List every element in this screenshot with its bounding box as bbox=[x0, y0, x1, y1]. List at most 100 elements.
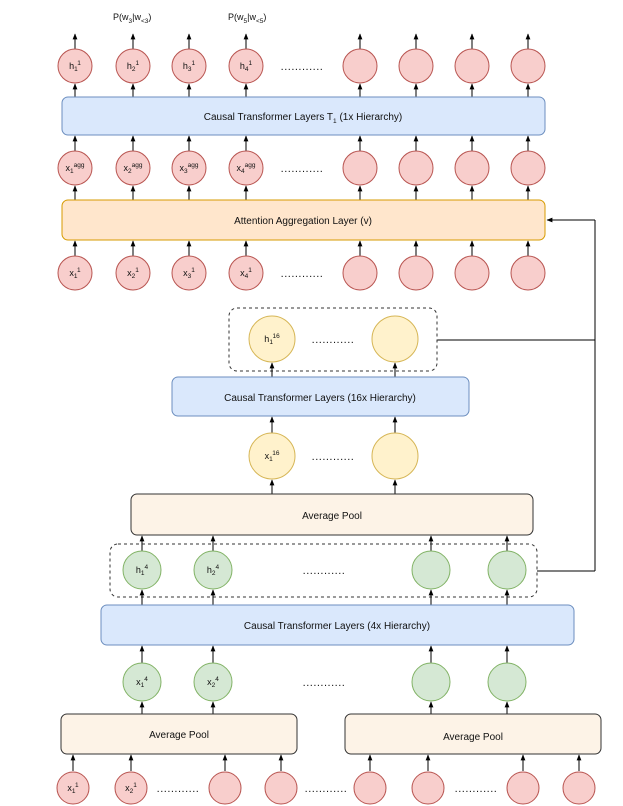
svg-text:h41: h41 bbox=[240, 60, 253, 73]
arrows-t4-to-h4 bbox=[139, 589, 510, 605]
node-input-blank-5 bbox=[353, 771, 387, 805]
row-h4-nodes: h14 h24 ............ bbox=[122, 550, 527, 590]
svg-text:h31: h31 bbox=[183, 60, 196, 73]
node-x4-1: x41 bbox=[228, 255, 264, 291]
ellipsis-input-1: ............ bbox=[157, 783, 200, 795]
avgpool-left-box: Average Pool bbox=[60, 713, 298, 755]
row-x1-nodes-top: x11 x21 x31 x41 ............ bbox=[57, 255, 546, 291]
node-h-1-blank-8 bbox=[510, 48, 546, 84]
row-input-tokens: x11 x21 ............ ............ ......… bbox=[56, 771, 596, 805]
node-input-blank-6 bbox=[411, 771, 445, 805]
node-h-1-blank-7 bbox=[454, 48, 490, 84]
node-h1-1: h11 bbox=[57, 48, 93, 84]
svg-text:x21: x21 bbox=[127, 267, 139, 280]
arrows-pools-to-x4 bbox=[139, 701, 510, 714]
node-x1-blank-7 bbox=[454, 255, 490, 291]
node-input-blank-8 bbox=[562, 771, 596, 805]
ellipsis-row-x1: ............ bbox=[281, 268, 324, 280]
feedback-connectors bbox=[437, 217, 596, 572]
node-h2-4: h24 bbox=[193, 550, 233, 590]
node-h4-blank-4 bbox=[487, 550, 527, 590]
node-xagg-blank-6 bbox=[398, 150, 434, 186]
transformer-1x-box: Causal Transformer Layers T1 (1x Hierarc… bbox=[61, 96, 546, 136]
svg-text:x31: x31 bbox=[183, 267, 195, 280]
row-h16-nodes: h116 ............ bbox=[248, 315, 419, 363]
ellipsis-input-3: ............ bbox=[455, 783, 498, 795]
node-x1-blank-5 bbox=[342, 255, 378, 291]
svg-text:Average Pool: Average Pool bbox=[149, 730, 209, 741]
svg-text:Causal Transformer Layers T1 (: Causal Transformer Layers T1 (1x Hierarc… bbox=[204, 112, 403, 125]
row-x4-nodes: x14 x24 ............ bbox=[122, 662, 527, 702]
arrows-pool-to-x16 bbox=[269, 479, 398, 494]
node-h-1-blank-5 bbox=[342, 48, 378, 84]
node-h-1-blank-6 bbox=[398, 48, 434, 84]
arrows-x4-to-t4 bbox=[139, 645, 510, 663]
svg-text:Causal Transformer Layers (16x: Causal Transformer Layers (16x Hierarchy… bbox=[224, 393, 416, 404]
prob-label-w5: P(w5|w<5) bbox=[228, 12, 266, 25]
node-x1-1: x11 bbox=[57, 255, 93, 291]
svg-text:h21: h21 bbox=[127, 60, 140, 73]
svg-text:x2agg: x2agg bbox=[124, 162, 143, 175]
node-x2-1: x21 bbox=[115, 255, 151, 291]
node-h4-1: h41 bbox=[228, 48, 264, 84]
top-output-arrows bbox=[72, 33, 531, 49]
row-h1-nodes: h11 h21 h31 h41 ............ bbox=[57, 48, 546, 84]
svg-text:x3agg: x3agg bbox=[180, 162, 199, 175]
arrows-tokens-to-pools bbox=[70, 754, 582, 771]
svg-text:x116: x116 bbox=[265, 450, 280, 463]
node-xagg-blank-5 bbox=[342, 150, 378, 186]
svg-text:h14: h14 bbox=[136, 564, 149, 577]
arrows-attn-to-xagg bbox=[72, 185, 531, 200]
node-x1-16: x116 bbox=[248, 432, 296, 480]
node-input-blank-7 bbox=[506, 771, 540, 805]
arrows-t1-to-h bbox=[72, 83, 531, 97]
node-x3-agg: x3agg bbox=[171, 150, 207, 186]
row-x16-nodes: x116 ............ bbox=[248, 432, 419, 480]
svg-text:x41: x41 bbox=[240, 267, 252, 280]
node-h16-blank-2 bbox=[371, 315, 419, 363]
transformer-4x-box: Causal Transformer Layers (4x Hierarchy) bbox=[100, 604, 575, 646]
svg-text:x24: x24 bbox=[207, 676, 219, 689]
svg-text:x1agg: x1agg bbox=[66, 162, 85, 175]
node-x1-agg: x1agg bbox=[57, 150, 93, 186]
node-x1-4: x14 bbox=[122, 662, 162, 702]
svg-text:x11: x11 bbox=[69, 267, 81, 280]
svg-text:h116: h116 bbox=[264, 333, 280, 346]
node-x2-agg: x2agg bbox=[115, 150, 151, 186]
attention-aggregation-box: Attention Aggregation Layer (v) bbox=[61, 199, 546, 241]
avgpool-mid-box: Average Pool bbox=[130, 493, 534, 536]
node-x4-blank-4 bbox=[487, 662, 527, 702]
transformer-16x-box: Causal Transformer Layers (16x Hierarchy… bbox=[171, 376, 470, 417]
ellipsis-row-h1: ............ bbox=[281, 61, 324, 73]
ellipsis-row-xagg: ............ bbox=[281, 163, 324, 175]
node-x2-4: x24 bbox=[193, 662, 233, 702]
arrows-x16-to-t16 bbox=[269, 416, 398, 433]
node-h4-blank-3 bbox=[411, 550, 451, 590]
node-xagg-blank-8 bbox=[510, 150, 546, 186]
node-input-blank-3 bbox=[208, 771, 242, 805]
node-h3-1: h31 bbox=[171, 48, 207, 84]
ellipsis-row-x16: ............ bbox=[312, 451, 355, 463]
node-input-blank-4 bbox=[264, 771, 298, 805]
node-input-x1: x11 bbox=[56, 771, 90, 805]
h4-group-frame bbox=[109, 543, 538, 598]
node-x3-1: x31 bbox=[171, 255, 207, 291]
svg-text:Average Pool: Average Pool bbox=[443, 732, 503, 743]
svg-text:x21: x21 bbox=[125, 782, 137, 795]
ellipsis-row-h4: ............ bbox=[303, 565, 346, 577]
svg-text:x4agg: x4agg bbox=[237, 162, 256, 175]
arrows-xagg-to-t1 bbox=[72, 135, 531, 151]
node-input-x2: x21 bbox=[114, 771, 148, 805]
arrows-t16-to-h16 bbox=[269, 362, 398, 377]
svg-text:x14: x14 bbox=[136, 676, 148, 689]
ellipsis-input-2: ............ bbox=[305, 783, 348, 795]
row-xagg-nodes: x1agg x2agg x3agg x4agg ............ bbox=[57, 150, 546, 186]
svg-text:h11: h11 bbox=[69, 60, 81, 73]
svg-text:Causal Transformer Layers (4x: Causal Transformer Layers (4x Hierarchy) bbox=[244, 621, 430, 632]
svg-text:Attention Aggregation Layer (v: Attention Aggregation Layer (v) bbox=[234, 216, 372, 227]
node-xagg-blank-7 bbox=[454, 150, 490, 186]
avgpool-right-box: Average Pool bbox=[344, 713, 602, 755]
ellipsis-row-h16: ............ bbox=[312, 334, 355, 346]
arrows-x1-to-attn bbox=[72, 240, 531, 256]
